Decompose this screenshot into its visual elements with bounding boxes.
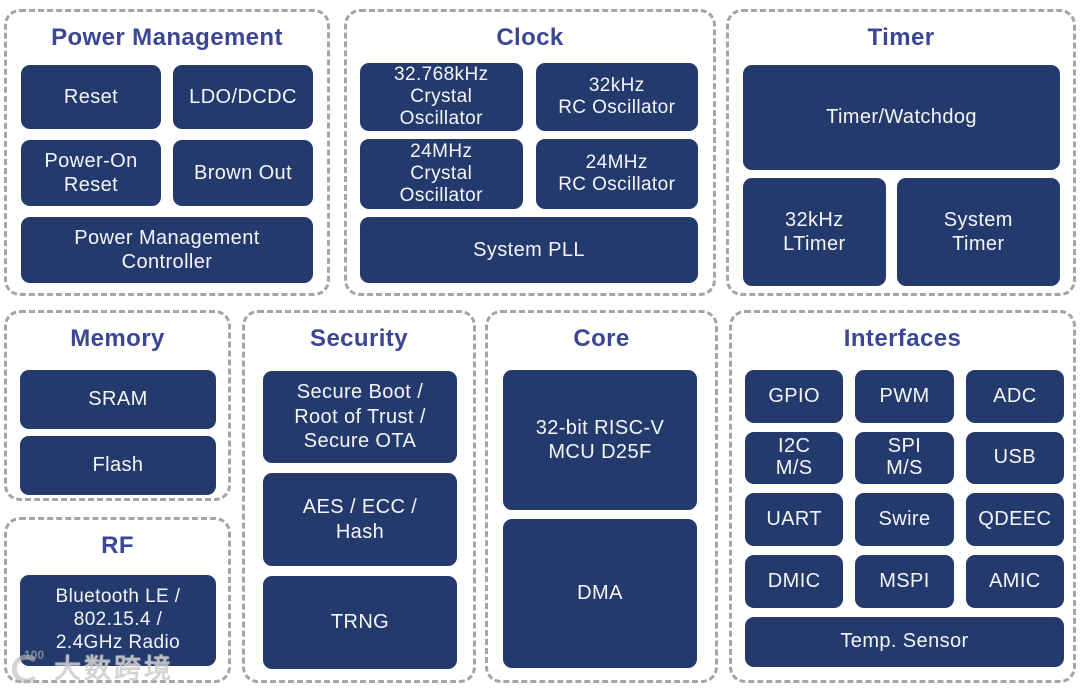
block-32khz-rc-oscillator: 32kHz RC Oscillator: [535, 63, 698, 131]
section-title-security: Security: [310, 325, 408, 352]
power-management-blocks: Reset LDO/DCDC Power-On Reset Brown Out …: [21, 65, 313, 283]
section-memory: Memory SRAM Flash: [4, 310, 231, 501]
block-dmic: DMIC: [745, 555, 844, 608]
section-title-clock: Clock: [496, 24, 564, 51]
section-title-interfaces: Interfaces: [843, 325, 962, 352]
block-i2c: I2C M/S: [745, 432, 844, 484]
block-amic: AMIC: [965, 555, 1064, 608]
block-sram: SRAM: [20, 370, 216, 429]
block-mspi: MSPI: [855, 555, 954, 608]
clock-blocks: 32.768kHz Crystal Oscillator 32kHz RC Os…: [360, 63, 698, 283]
block-system-pll: System PLL: [360, 217, 698, 283]
block-system-timer: System Timer: [896, 178, 1060, 286]
section-rf: RF Bluetooth LE / 802.15.4 / 2.4GHz Radi…: [4, 517, 231, 683]
memory-blocks: SRAM Flash: [20, 370, 216, 495]
interfaces-blocks: GPIO PWM ADC I2C M/S SPI M/S USB UART Sw…: [745, 370, 1064, 667]
block-gpio: GPIO: [745, 370, 844, 423]
block-24mhz-rc-oscillator: 24MHz RC Oscillator: [535, 139, 698, 209]
block-qdec: QDEEC: [965, 493, 1064, 546]
block-bluetooth-radio: Bluetooth LE / 802.15.4 / 2.4GHz Radio: [20, 575, 216, 666]
block-temp-sensor: Temp. Sensor: [745, 617, 1064, 667]
block-24mhz-crystal-oscillator: 24MHz Crystal Oscillator: [360, 139, 523, 209]
block-ldo-dcdc: LDO/DCDC: [173, 65, 313, 129]
block-trng: TRNG: [263, 576, 457, 669]
section-title-core: Core: [573, 325, 630, 352]
section-power-management: Power Management Reset LDO/DCDC Power-On…: [4, 9, 330, 296]
block-swire: Swire: [855, 493, 954, 546]
block-32khz-ltimer: 32kHz LTimer: [743, 178, 886, 286]
block-uart: UART: [745, 493, 844, 546]
section-clock: Clock 32.768kHz Crystal Oscillator 32kHz…: [344, 9, 716, 296]
section-timer: Timer Timer/Watchdog 32kHz LTimer System…: [726, 9, 1076, 296]
block-usb: USB: [965, 432, 1064, 484]
timer-blocks: Timer/Watchdog 32kHz LTimer System Timer: [743, 65, 1060, 286]
block-adc: ADC: [965, 370, 1064, 423]
block-brown-out: Brown Out: [173, 140, 313, 206]
security-blocks: Secure Boot / Root of Trust / Secure OTA…: [263, 371, 457, 669]
section-interfaces: Interfaces GPIO PWM ADC I2C M/S SPI M/S …: [729, 310, 1076, 683]
block-dma: DMA: [503, 519, 697, 668]
section-core: Core 32-bit RISC-V MCU D25F DMA: [485, 310, 718, 683]
block-pwm: PWM: [855, 370, 954, 423]
block-timer-watchdog: Timer/Watchdog: [743, 65, 1060, 170]
block-reset: Reset: [21, 65, 161, 129]
block-riscv-mcu: 32-bit RISC-V MCU D25F: [503, 370, 697, 510]
section-security: Security Secure Boot / Root of Trust / S…: [242, 310, 476, 683]
block-aes-ecc-hash: AES / ECC / Hash: [263, 473, 457, 566]
core-blocks: 32-bit RISC-V MCU D25F DMA: [503, 370, 697, 668]
section-title-rf: RF: [101, 532, 134, 559]
section-title-memory: Memory: [70, 325, 165, 352]
section-title-timer: Timer: [867, 24, 935, 51]
block-spi: SPI M/S: [855, 432, 954, 484]
block-power-on-reset: Power-On Reset: [21, 140, 161, 206]
block-flash: Flash: [20, 436, 216, 495]
rf-blocks: Bluetooth LE / 802.15.4 / 2.4GHz Radio: [20, 575, 216, 666]
block-32768khz-crystal-oscillator: 32.768kHz Crystal Oscillator: [360, 63, 523, 131]
section-title-power-management: Power Management: [51, 24, 283, 51]
block-power-management-controller: Power Management Controller: [21, 217, 313, 283]
block-secure-boot: Secure Boot / Root of Trust / Secure OTA: [263, 371, 457, 463]
